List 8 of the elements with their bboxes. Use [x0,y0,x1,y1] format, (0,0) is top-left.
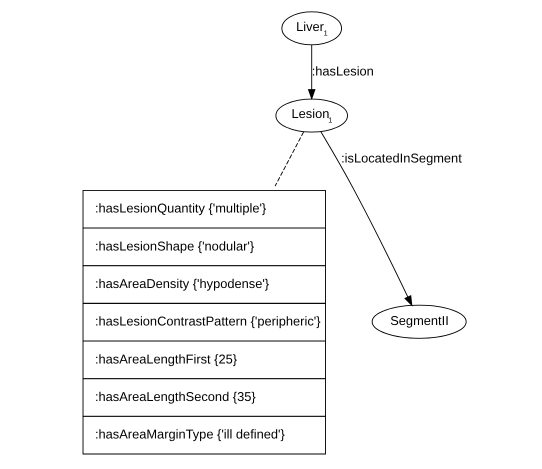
node-ellipse: Liver$_{1}$ [281,11,342,46]
node-ellipse: Lesion$_{1}$ [275,98,348,133]
node-ellipse: SegmentII [372,304,467,339]
arrow [320,131,412,307]
edge-label: :hasLesion [312,63,374,78]
connector [274,131,304,187]
edge-label: :isLocatedInSegment [341,150,462,166]
arrow [308,44,316,100]
